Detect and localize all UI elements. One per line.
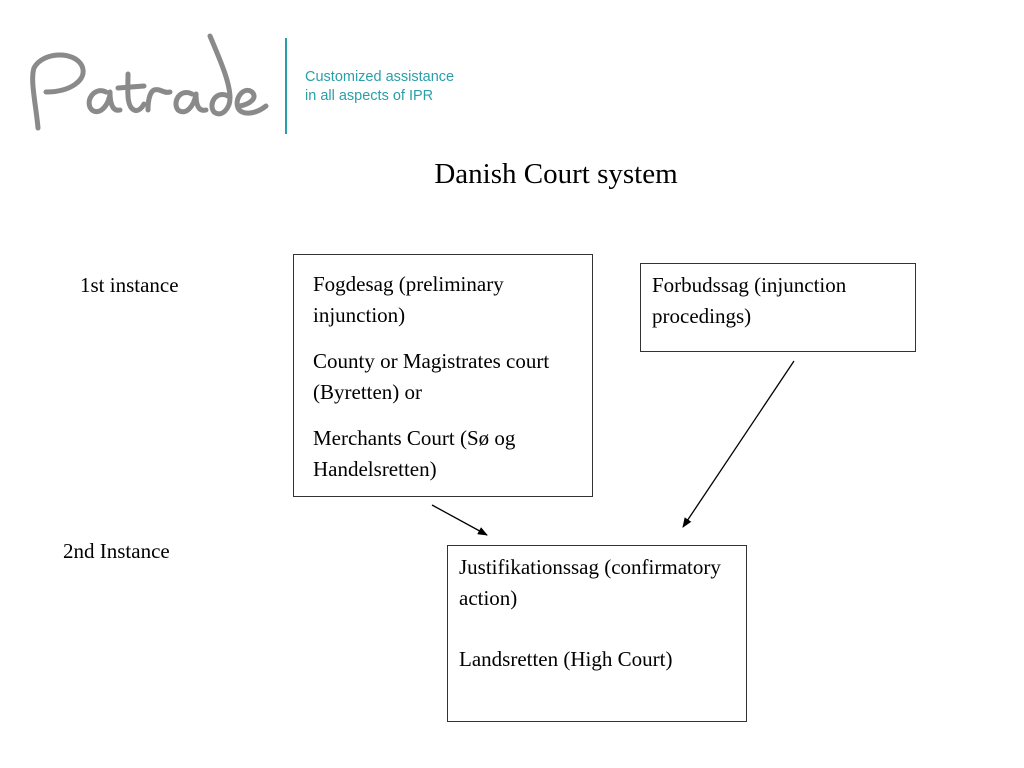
justifikationssag-title: Justifikationssag (confirmatory action) <box>459 555 721 610</box>
page-title: Danish Court system <box>434 158 678 190</box>
arrow-forbudssag-to-justifikationssag <box>682 360 795 528</box>
tagline-line-2: in all aspects of IPR <box>305 88 434 104</box>
patrade-logo <box>30 33 269 131</box>
tagline-line-1: Customized assistance <box>305 69 455 85</box>
forbudssag-title: Forbudssag (injunction procedings) <box>652 273 847 328</box>
brand-tagline: Customized assistance in all aspects of … <box>305 68 454 106</box>
forbudssag-box: Forbudssag (injunction procedings) <box>640 263 916 352</box>
arrow-fogdesag-to-justifikationssag <box>431 504 488 536</box>
justifikationssag-box: Justifikationssag (confirmatory action) … <box>447 545 747 722</box>
first-instance-label: 1st instance <box>80 273 179 297</box>
fogdesag-title: Fogdesag (preliminary injunction) <box>313 272 504 327</box>
fogdesag-court-1: County or Magistrates court (Byretten) o… <box>313 349 550 404</box>
fogdesag-box: Fogdesag (preliminary injunction) County… <box>293 254 593 497</box>
justifikationssag-court: Landsretten (High Court) <box>459 647 673 671</box>
logo-divider <box>285 38 287 134</box>
fogdesag-court-2: Merchants Court (Sø og Handelsretten) <box>313 426 516 481</box>
second-instance-label: 2nd Instance <box>63 539 170 563</box>
